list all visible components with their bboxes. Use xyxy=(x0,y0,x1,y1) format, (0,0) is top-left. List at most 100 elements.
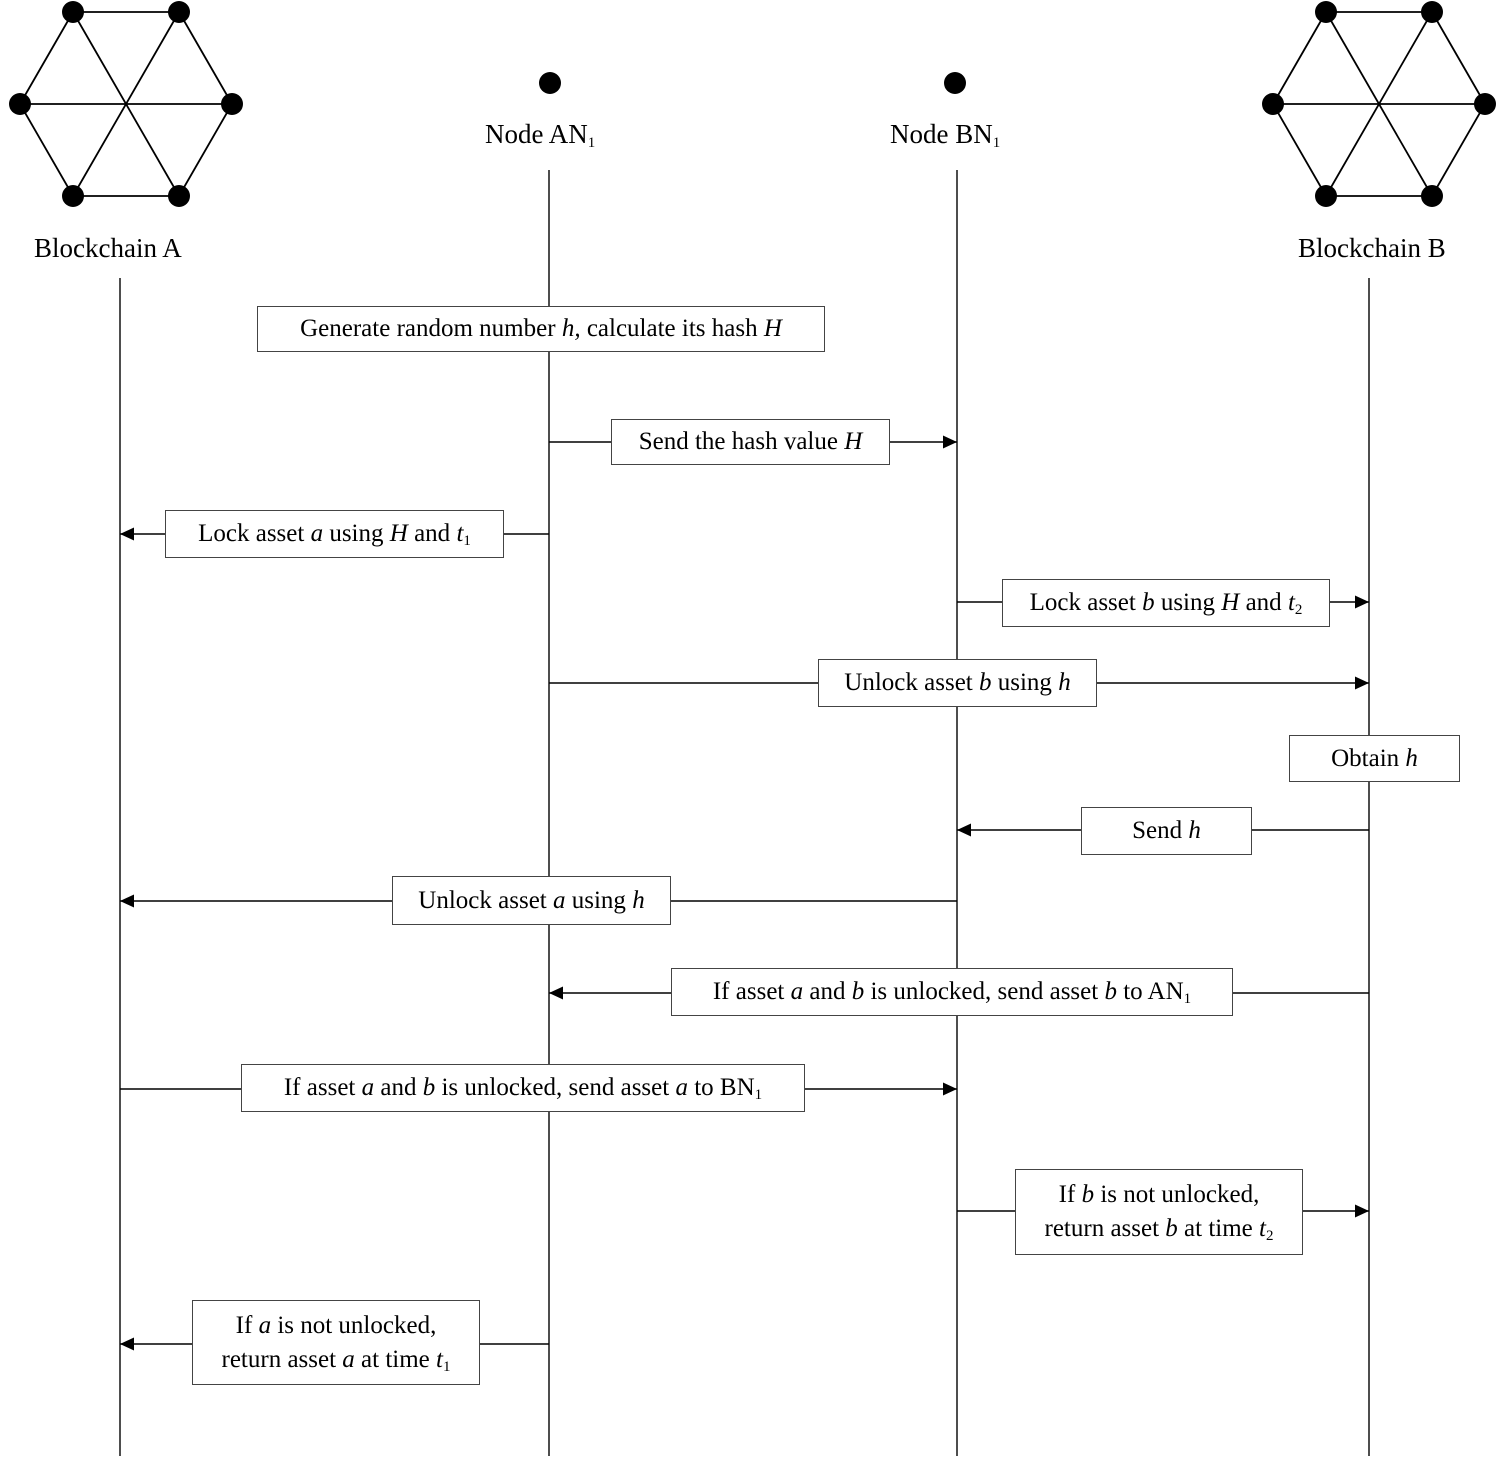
message-text-part: to AN xyxy=(1116,978,1184,1005)
message-text-part: If xyxy=(235,1311,259,1339)
message-text-part: b xyxy=(1081,1181,1095,1208)
message-box-generate: Generate random number h, calculate its … xyxy=(257,306,825,352)
message-text: If b is not unlocked, xyxy=(1059,1178,1260,1212)
message-text-part: Unlock asset xyxy=(418,886,553,914)
message-text-part: return asset xyxy=(1044,1215,1166,1242)
message-text-part: 1 xyxy=(442,1358,451,1375)
message-text-part: b xyxy=(1165,1215,1178,1242)
message-text: Unlock asset b using h xyxy=(844,666,1070,700)
arrowhead-return-b xyxy=(1355,1204,1369,1218)
message-text-part: b xyxy=(1142,589,1155,616)
message-text-part: t xyxy=(1259,1215,1266,1242)
message-text-part: using xyxy=(565,886,633,914)
message-text-part: a xyxy=(361,1074,375,1101)
message-text: return asset b at time t2 xyxy=(1045,1212,1274,1246)
message-text-part: Send the hash value xyxy=(638,428,845,455)
message-text-part: to BN xyxy=(687,1074,755,1101)
message-text-part: a xyxy=(790,978,804,1005)
message-text-part: a xyxy=(310,520,324,547)
message-text: Generate random number h, calculate its … xyxy=(300,312,782,346)
message-text-part: and xyxy=(803,978,852,1005)
message-text: Lock asset b using H and t2 xyxy=(1030,586,1303,620)
message-text-part: b xyxy=(1104,978,1117,1005)
message-text-part: a xyxy=(258,1311,272,1339)
message-text-part: If xyxy=(1058,1181,1082,1208)
message-text-part: is not unlocked, xyxy=(1094,1181,1260,1208)
blockchain-a-network-icon xyxy=(9,1,243,207)
arrowhead-lock-b xyxy=(1355,595,1369,609)
arrowhead-lock-a xyxy=(120,527,134,541)
message-text: return asset a at time t1 xyxy=(222,1343,451,1377)
node-an1-label: Node AN1 xyxy=(485,119,596,151)
message-text: Unlock asset a using h xyxy=(418,884,644,918)
message-text: If a is not unlocked, xyxy=(236,1309,437,1343)
arrowhead-unlock-a xyxy=(120,894,134,908)
message-box-send-b-to-an1: If asset a and b is unlocked, send asset… xyxy=(671,968,1233,1016)
message-text-part: at time xyxy=(354,1345,437,1373)
message-text-part: return asset xyxy=(221,1345,343,1373)
message-text-part: Lock asset xyxy=(1029,589,1143,616)
message-text-part: h xyxy=(1058,669,1071,696)
message-box-send-a-to-bn1: If asset a and b is unlocked, send asset… xyxy=(241,1064,805,1112)
message-text-part: and xyxy=(374,1074,423,1101)
message-text-part: 1 xyxy=(463,533,471,549)
message-text-part: Lock asset xyxy=(198,520,311,547)
message-text-part: is not unlocked, xyxy=(271,1311,437,1339)
message-text-part: b xyxy=(851,978,865,1005)
message-box-unlock-a: Unlock asset a using h xyxy=(392,876,671,925)
message-text-part: H xyxy=(389,520,408,547)
message-text-part: 1 xyxy=(1183,991,1192,1007)
message-text-part: H xyxy=(1221,589,1240,616)
message-text-part: t xyxy=(436,1345,443,1373)
message-text-part: calculate its hash xyxy=(580,315,764,342)
message-text-part: b xyxy=(422,1074,436,1101)
node-bn1-label: Node BN1 xyxy=(890,119,1001,151)
message-text-part: Unlock asset xyxy=(844,669,979,696)
message-text-part: Generate random number xyxy=(300,315,562,342)
message-text-part: h, xyxy=(561,315,581,342)
arrowhead-send-hash xyxy=(943,435,957,449)
arrowhead-unlock-b xyxy=(1355,676,1369,690)
message-text-part: at time xyxy=(1177,1215,1260,1242)
arrowhead-send-b-to-an1 xyxy=(549,986,563,1000)
message-text-part: Send xyxy=(1132,817,1189,844)
message-box-return-a: If a is not unlocked,return asset a at t… xyxy=(192,1300,480,1385)
node-an1-dot xyxy=(539,72,561,94)
message-box-send-h: Send h xyxy=(1081,807,1252,855)
message-text-part: using xyxy=(323,520,390,547)
blockchain-b-network-icon xyxy=(1262,1,1496,207)
message-text-part: t xyxy=(1287,589,1295,616)
message-text-part: h xyxy=(1405,744,1418,772)
message-box-lock-b: Lock asset b using H and t2 xyxy=(1002,579,1330,627)
message-text-part: using xyxy=(991,669,1059,696)
message-text: If asset a and b is unlocked, send asset… xyxy=(713,975,1191,1009)
message-text-part: H xyxy=(763,315,782,342)
message-text-part: h xyxy=(1188,817,1201,844)
blockchain-b-label: Blockchain B xyxy=(1298,233,1446,263)
message-text-part: and xyxy=(407,520,457,547)
message-text-part: 2 xyxy=(1294,602,1303,618)
message-box-unlock-b: Unlock asset b using h xyxy=(818,659,1097,707)
message-box-obtain-h: Obtain h xyxy=(1289,735,1460,782)
message-text-part: and xyxy=(1239,589,1288,616)
message-text: Lock asset a using H and t1 xyxy=(198,517,471,551)
message-text-part: a xyxy=(675,1074,688,1101)
message-text-part: t xyxy=(456,520,464,547)
message-text-part: If asset xyxy=(283,1074,362,1101)
message-text: Send h xyxy=(1132,814,1201,848)
message-text-part: H xyxy=(844,428,863,455)
message-text-part: a xyxy=(342,1345,355,1373)
message-text: If asset a and b is unlocked, send asset… xyxy=(284,1071,762,1105)
message-text: Send the hash value H xyxy=(639,425,863,459)
message-text: Obtain h xyxy=(1331,742,1418,776)
message-text-part: 2 xyxy=(1265,1228,1274,1244)
arrowhead-send-a-to-bn1 xyxy=(943,1082,957,1096)
arrowhead-return-a xyxy=(120,1337,134,1351)
message-text-part: using xyxy=(1154,589,1222,616)
message-text-part: 1 xyxy=(754,1087,763,1103)
arrowhead-send-h xyxy=(957,823,971,837)
message-box-lock-a: Lock asset a using H and t1 xyxy=(165,510,504,558)
message-text-part: a xyxy=(553,886,566,914)
message-text-part: b xyxy=(979,669,992,696)
